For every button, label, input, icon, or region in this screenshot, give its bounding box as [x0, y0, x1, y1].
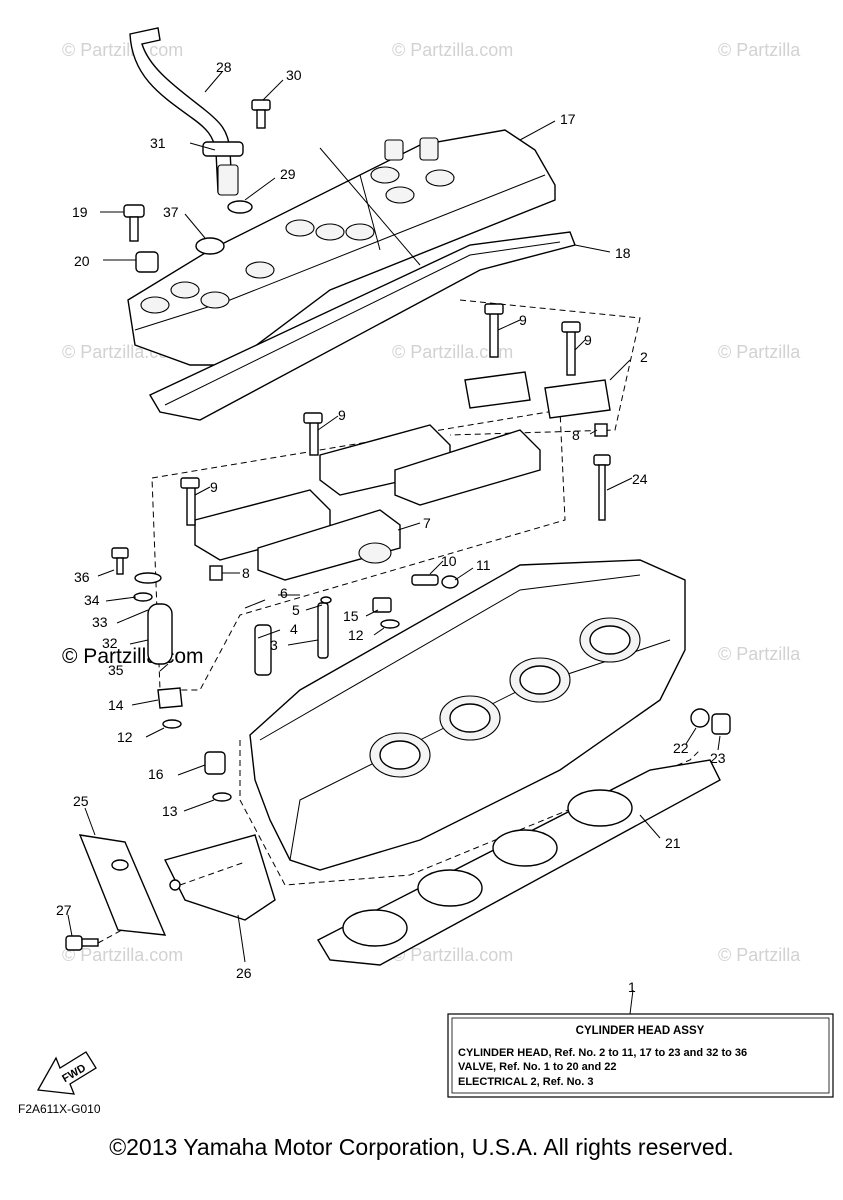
- callout-label: 33: [92, 614, 108, 630]
- callout-label: 1: [628, 979, 636, 995]
- watermark: © Partzilla: [718, 945, 801, 965]
- callout-label: 32: [102, 635, 118, 651]
- fwd-arrow-icon: FWD: [36, 1051, 97, 1095]
- callout-label: 35: [108, 662, 124, 678]
- watermark: © Partzilla: [718, 40, 801, 60]
- callout-label: 9: [584, 332, 592, 348]
- grommet-20: [135, 251, 159, 273]
- callout-label: 9: [210, 479, 218, 495]
- plug-37: [195, 237, 225, 255]
- watermark: © Partzilla.com: [392, 342, 513, 362]
- callout-label: 25: [73, 793, 89, 809]
- callout-label: 2: [640, 349, 648, 365]
- callout-label: 3: [270, 637, 278, 653]
- callout-label: 34: [84, 592, 100, 608]
- callout-label: 20: [74, 253, 90, 269]
- callout-label: 18: [615, 245, 631, 261]
- callout-label: 10: [441, 553, 457, 569]
- copyright-notice: ©2013 Yamaha Motor Corporation, U.S.A. A…: [109, 1134, 734, 1160]
- diagram-code: F2A611X-G010: [18, 1102, 101, 1116]
- assy-line: ELECTRICAL 2, Ref. No. 3: [458, 1076, 593, 1088]
- watermark: © Partzilla: [718, 342, 801, 362]
- cylinder-head: [239, 542, 701, 886]
- callout-label: 17: [560, 111, 576, 127]
- callout-label: 8: [242, 565, 250, 581]
- callout-label: 9: [338, 407, 346, 423]
- callout-label: 24: [632, 471, 648, 487]
- breather-hose: [129, 27, 244, 196]
- callout-label: 9: [519, 312, 527, 328]
- callout-label: 36: [74, 569, 90, 585]
- callout-label: 6: [280, 585, 288, 601]
- callout-label: 29: [280, 166, 296, 182]
- small-parts: [111, 547, 731, 802]
- callout-label: 12: [117, 729, 133, 745]
- cover-gasket: [149, 231, 576, 421]
- callout-label: 26: [236, 965, 252, 981]
- watermark: © Partzilla.com: [392, 40, 513, 60]
- bracket: [65, 834, 276, 951]
- callout-label: 30: [286, 67, 302, 83]
- bolt-30: [251, 99, 271, 129]
- callout-label: 13: [162, 803, 178, 819]
- assy-line: CYLINDER HEAD, Ref. No. 2 to 11, 17 to 2…: [458, 1047, 747, 1059]
- callout-label: 12: [348, 627, 364, 643]
- watermark: © Partzilla: [718, 644, 801, 664]
- group-boundary: [449, 299, 641, 436]
- camshaft-cap-left: [180, 477, 401, 581]
- callout-label: 23: [710, 750, 726, 766]
- watermark: © Partzilla.com: [62, 40, 183, 60]
- callout-label: 19: [72, 204, 88, 220]
- callout-label: 37: [163, 204, 179, 220]
- callout-label: 14: [108, 697, 124, 713]
- head-gasket: [317, 759, 721, 966]
- callout-label: 31: [150, 135, 166, 151]
- bolt-24: [593, 454, 611, 521]
- o-ring: [227, 200, 253, 214]
- callout-label: 16: [148, 766, 164, 782]
- callout-label: 11: [476, 557, 491, 573]
- assy-line: VALVE, Ref. No. 1 to 20 and 22: [458, 1061, 617, 1073]
- leader-lines: [67, 71, 721, 1015]
- callout-label: 4: [290, 621, 298, 637]
- assy-title: CYLINDER HEAD ASSY: [576, 1025, 705, 1037]
- assembly-note-box: CYLINDER HEAD ASSY CYLINDER HEAD, Ref. N…: [447, 1013, 834, 1098]
- bolt-19: [123, 204, 145, 242]
- callout-numbers: 28 30 31 17 29 19 37 20 18 9 9 2 9 8 24 …: [56, 59, 726, 995]
- head-cover: [127, 129, 556, 366]
- callout-label: 22: [673, 740, 689, 756]
- callout-label: 27: [56, 902, 72, 918]
- camshaft-cap-middle: [303, 412, 541, 506]
- camshaft-cap: [464, 303, 611, 437]
- callout-label: 15: [343, 608, 359, 624]
- watermark: © Partzilla.com: [392, 945, 513, 965]
- callout-label: 8: [572, 427, 580, 443]
- callout-label: 7: [423, 515, 431, 531]
- callout-label: 21: [665, 835, 681, 851]
- watermark: © Partzilla.com: [62, 945, 183, 965]
- callout-label: 5: [292, 602, 300, 618]
- watermark-main: © Partzilla.com: [62, 645, 204, 668]
- callout-label: 28: [216, 59, 232, 75]
